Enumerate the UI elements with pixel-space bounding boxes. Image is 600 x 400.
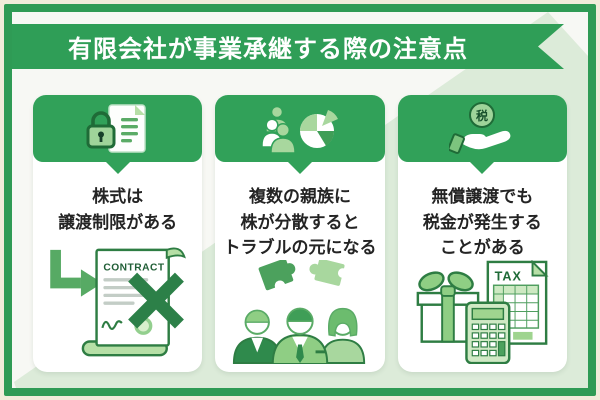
heading-line: 税金が発生する — [422, 212, 542, 232]
card-header: 税 — [397, 95, 567, 162]
gift-tax-calculator-svg: TAX — [416, 260, 549, 364]
tax-hand-icon: 税 — [449, 101, 511, 154]
title-ribbon: 有限会社が事業承継する際の注意点 — [12, 24, 564, 69]
green-frame: 有限会社が事業承継する際の注意点 — [4, 4, 596, 396]
contract-label: CONTRACT — [103, 262, 165, 273]
heading-line: 譲渡制限がある — [58, 212, 178, 232]
heading-line: トラブルの元になる — [223, 238, 377, 257]
card-heading: 株式は 譲渡制限がある — [35, 184, 200, 235]
heading-line: 無償譲渡でも — [431, 187, 534, 206]
calculator — [465, 301, 511, 364]
page-title: 有限会社が事業承継する際の注意点 — [68, 36, 468, 63]
speech-bubble-tail — [286, 161, 313, 174]
card-heading: 無償譲渡でも 税金が発生する ことがある — [400, 184, 565, 261]
gift-tax-calculator-illustration: TAX — [398, 260, 567, 364]
contract-crossed-illustration: CONTRACT — [33, 242, 202, 364]
card-gift-tax: 税 無償譲渡でも 税金が発生する ことがある — [397, 95, 567, 372]
lock-document-icon — [86, 103, 146, 153]
tax-coin-label: 税 — [476, 108, 488, 123]
person-left-man — [232, 309, 282, 364]
heading-line: 株が分散すると — [240, 212, 360, 232]
person-center-man — [271, 307, 329, 364]
tax-label: TAX — [495, 269, 522, 283]
heading-line: 株式は — [92, 187, 144, 206]
contract-crossed-svg: CONTRACT — [49, 247, 186, 357]
poster-inner: 有限会社が事業承継する際の注意点 — [12, 12, 588, 388]
card-share-restriction: 株式は 譲渡制限がある CONTRACT — [33, 95, 203, 372]
card-header — [33, 95, 203, 162]
card-scattered-shares: 複数の親族に 株が分散すると トラブルの元になる — [215, 95, 385, 372]
family-shares-pie-icon — [261, 105, 338, 154]
family-puzzle-illustration — [215, 260, 384, 364]
card-header — [215, 95, 385, 162]
speech-bubble-tail — [104, 161, 131, 174]
person-right-woman — [320, 307, 366, 364]
heading-line: ことがある — [439, 238, 525, 257]
card-heading: 複数の親族に 株が分散すると トラブルの元になる — [217, 184, 382, 261]
cards-row: 株式は 譲渡制限がある CONTRACT — [33, 95, 567, 372]
speech-bubble-tail — [469, 161, 496, 174]
family-puzzle-svg — [232, 260, 366, 364]
heading-line: 複数の親族に — [248, 187, 351, 206]
